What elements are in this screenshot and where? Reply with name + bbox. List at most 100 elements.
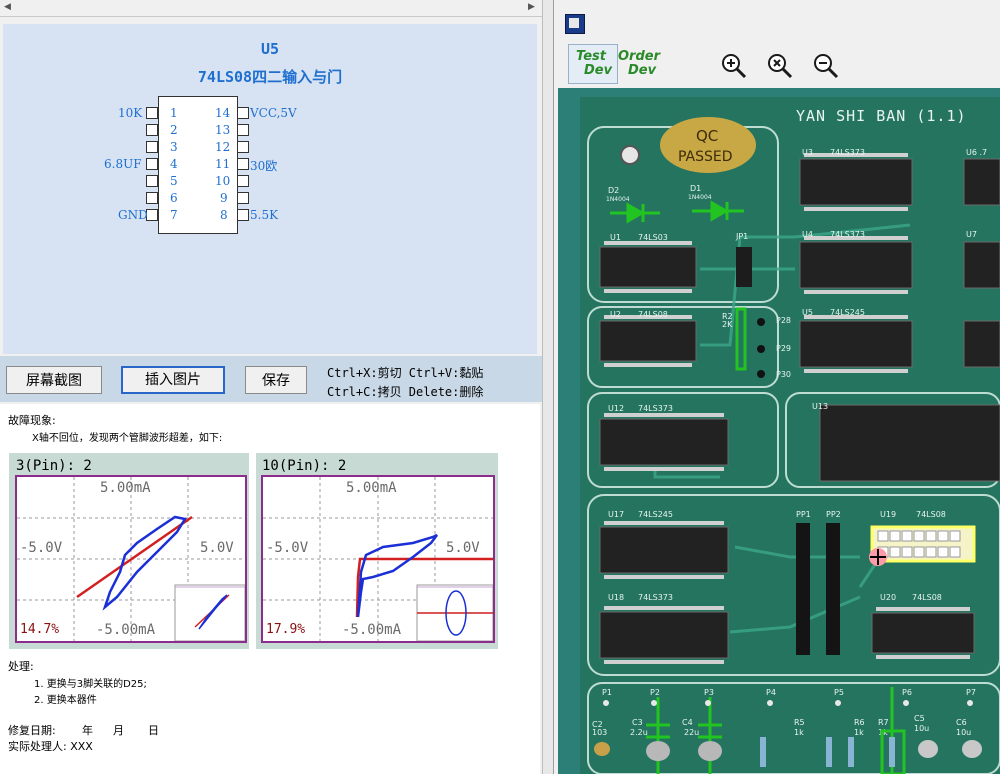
pin-3[interactable] xyxy=(146,141,158,153)
pin-label-right: VCC,5V xyxy=(250,106,297,120)
test-dev-label: Dev xyxy=(584,63,613,78)
chip-title: 74LS08四二输入与门 xyxy=(197,68,343,86)
ic-u3 xyxy=(799,158,913,206)
resistor xyxy=(889,737,895,767)
svg-text:P6: P6 xyxy=(902,688,912,697)
month-label: 月 xyxy=(113,724,124,737)
capacitor-c4 xyxy=(698,741,722,761)
diode-d1 xyxy=(692,200,744,222)
svg-text:P2: P2 xyxy=(650,688,660,697)
pin-number: 11 xyxy=(215,157,231,171)
svg-text:74LS373: 74LS373 xyxy=(638,593,673,602)
screenshot-button[interactable]: 屏幕截图 xyxy=(6,366,102,394)
pane-splitter[interactable] xyxy=(542,0,554,774)
ic-u8 xyxy=(963,320,1000,368)
svg-text:74LS08: 74LS08 xyxy=(638,310,668,319)
svg-text:U19: U19 xyxy=(880,510,896,519)
year-label: 年 xyxy=(82,724,93,737)
scope-right-label: 5.0V xyxy=(446,540,480,556)
pin-6[interactable] xyxy=(146,192,158,204)
pin-label-left: GND xyxy=(118,208,148,222)
svg-text:1N4004: 1N4004 xyxy=(688,194,712,201)
pin-number: 1 xyxy=(170,106,178,120)
test-dev-button[interactable] xyxy=(568,44,618,84)
svg-text:P1: P1 xyxy=(602,688,612,697)
zoom-in-icon[interactable] xyxy=(718,50,748,80)
test-dev-label: Test xyxy=(576,49,606,64)
svg-text:P28: P28 xyxy=(776,316,791,325)
svg-text:PP1: PP1 xyxy=(796,510,811,519)
svg-text:74LS08: 74LS08 xyxy=(912,593,942,602)
pin-number: 3 xyxy=(170,140,178,154)
svg-text:C5: C5 xyxy=(914,714,925,723)
fault-description: X轴不回位，发现两个管脚波形超差，如下: xyxy=(32,433,223,444)
ic-u6 xyxy=(963,158,1000,206)
header-pp2 xyxy=(826,523,840,655)
scope-percent: 14.7% xyxy=(20,622,60,637)
scope-right-label: 5.0V xyxy=(200,540,234,556)
pin-4[interactable] xyxy=(146,158,158,170)
scroll-right-icon[interactable]: ▶ xyxy=(528,2,535,12)
pin-14[interactable] xyxy=(237,107,249,119)
svg-text:22u: 22u xyxy=(684,728,699,737)
svg-text:U2: U2 xyxy=(610,310,621,319)
order-dev-label: Dev xyxy=(628,63,657,78)
save-button[interactable]: 保存 xyxy=(245,366,307,394)
svg-text:74LS373: 74LS373 xyxy=(830,230,865,239)
svg-text:P5: P5 xyxy=(834,688,844,697)
pin-12[interactable] xyxy=(237,141,249,153)
scroll-left-icon[interactable]: ◀ xyxy=(4,2,11,12)
svg-text:P4: P4 xyxy=(766,688,776,697)
pin-7[interactable] xyxy=(146,209,158,221)
svg-text:103: 103 xyxy=(592,728,607,737)
handling-heading: 处理: xyxy=(8,660,34,673)
pin-1[interactable] xyxy=(146,107,158,119)
svg-text:74LS03: 74LS03 xyxy=(638,233,668,242)
svg-text:C3: C3 xyxy=(632,718,643,727)
pin-8[interactable] xyxy=(237,209,249,221)
svg-text:C2: C2 xyxy=(592,720,603,729)
chip-body xyxy=(158,96,238,234)
svg-text:74LS373: 74LS373 xyxy=(830,148,865,157)
pcb-artwork[interactable]: YAN SHI BAN (1.1) QC PASSED QC PASSED xyxy=(580,97,1000,774)
ic-u4 xyxy=(799,241,913,289)
qc-sticker xyxy=(660,117,756,173)
pin-number: 4 xyxy=(170,157,178,171)
pin-10[interactable] xyxy=(237,175,249,187)
pin-13[interactable] xyxy=(237,124,249,136)
svg-text:74LS373: 74LS373 xyxy=(638,404,673,413)
pin-2[interactable] xyxy=(146,124,158,136)
pin-number: 9 xyxy=(220,191,228,205)
svg-text:U5: U5 xyxy=(802,308,813,317)
order-dev-label[interactable]: Order xyxy=(618,49,660,64)
pin-5[interactable] xyxy=(146,175,158,187)
ic-u12 xyxy=(599,418,729,466)
horizontal-scrollbar[interactable]: ◀ ▶ xyxy=(0,0,542,17)
pin-label-right: 5.5K xyxy=(250,208,279,222)
shortcut-hint-1: Ctrl+X:剪切 Ctrl+V:黏贴 xyxy=(327,366,484,380)
iv-scope-pin3 xyxy=(15,475,247,643)
repair-date-label: 修复日期: xyxy=(8,724,56,737)
pin-11[interactable] xyxy=(237,158,249,170)
zoom-out-icon[interactable] xyxy=(810,50,840,80)
fault-heading: 故障现象: xyxy=(8,414,56,427)
capacitor-c5 xyxy=(918,740,938,758)
svg-text:R6: R6 xyxy=(854,718,865,727)
insert-image-button[interactable]: 插入图片 xyxy=(121,366,225,394)
pin-9[interactable] xyxy=(237,192,249,204)
pin-number: 8 xyxy=(220,208,228,222)
pin-number: 6 xyxy=(170,191,178,205)
zoom-reset-icon[interactable] xyxy=(764,50,794,80)
svg-text:PASSED: PASSED xyxy=(678,149,733,165)
svg-text:10u: 10u xyxy=(956,728,971,737)
scope-bottom-label: -5.00mA xyxy=(342,622,402,638)
pin-number: 7 xyxy=(170,208,178,222)
ic-u7 xyxy=(963,241,1000,289)
svg-text:JP1: JP1 xyxy=(735,232,748,241)
pcb-board[interactable]: YAN SHI BAN (1.1) QC PASSED QC PASSED xyxy=(580,97,1000,774)
svg-text:P30: P30 xyxy=(776,370,791,379)
day-label: 日 xyxy=(148,724,159,737)
pin-number: 14 xyxy=(215,106,231,120)
svg-text:2K: 2K xyxy=(722,320,733,329)
handling-item: 2. 更换本器件 xyxy=(34,695,97,706)
